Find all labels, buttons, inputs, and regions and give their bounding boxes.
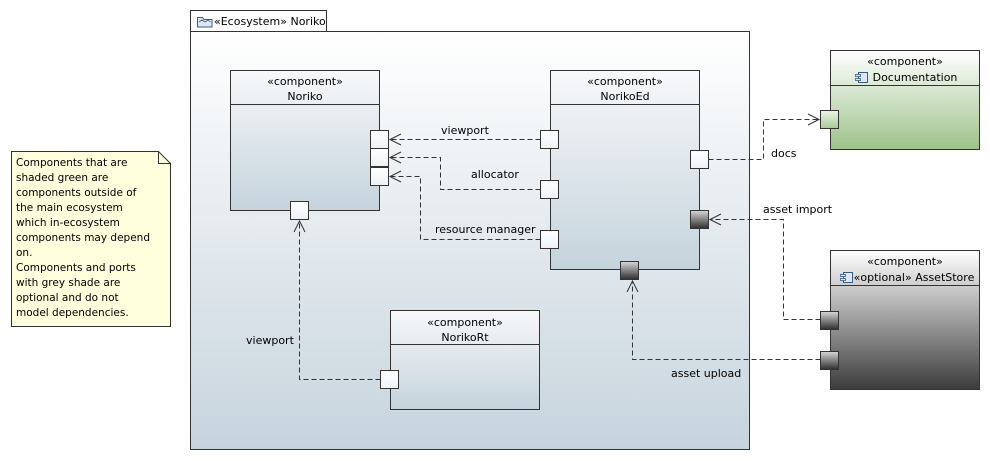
assetstore-port-upload[interactable] [820, 351, 839, 370]
arrowhead [807, 113, 821, 126]
assetstore-stereotype: «component» [867, 255, 943, 268]
note[interactable] [11, 151, 171, 327]
label-allocator: allocator [471, 168, 519, 181]
label-asset-import: asset import [763, 203, 833, 216]
connector-docs[interactable] [708, 119, 821, 160]
norikort-port-viewport[interactable] [380, 370, 399, 389]
package-name: Noriko [290, 15, 326, 28]
norikort-stereotype: «component» [427, 316, 503, 329]
norikoed-stereotype: «component» [587, 75, 663, 88]
norikoed-port-viewport[interactable] [540, 130, 559, 149]
documentation-port-docs[interactable] [820, 110, 839, 129]
documentation-name: Documentation [873, 71, 958, 84]
arrowhead [388, 151, 402, 164]
label-docs: docs [771, 147, 797, 160]
connector-viewport-rt[interactable] [299, 220, 381, 380]
label-viewport-ed: viewport [441, 124, 490, 137]
norikoed-port-allocator[interactable] [540, 180, 559, 199]
connector-resource-manager[interactable] [389, 176, 541, 240]
folder-icon [197, 17, 213, 28]
arrowhead [388, 133, 402, 146]
documentation-stereotype: «component» [867, 55, 943, 68]
component-icon [855, 72, 868, 83]
noriko-name: Noriko [287, 90, 323, 103]
arrowhead [293, 219, 306, 233]
label-viewport-rt: viewport [246, 334, 295, 347]
norikort-name: NorikoRt [441, 331, 489, 344]
noriko-stereotype: «component» [267, 75, 343, 88]
component-noriko[interactable]: «component» Noriko [230, 70, 389, 220]
component-icon [840, 272, 853, 283]
assetstore-port-import[interactable] [820, 311, 839, 330]
label-resource-manager: resource manager [435, 223, 536, 236]
connector-asset-import[interactable] [709, 219, 821, 320]
noriko-port-runtime-viewport[interactable] [290, 201, 309, 220]
component-documentation[interactable]: «component» Documentation [820, 50, 980, 150]
connector-allocator[interactable] [389, 157, 541, 190]
package-stereotype: «Ecosystem» [214, 15, 287, 28]
noriko-port-viewport[interactable] [370, 130, 389, 149]
norikoed-port-resource-manager[interactable] [540, 230, 559, 249]
arrowhead [388, 170, 402, 183]
arrowhead [708, 213, 722, 226]
note-text: Components that are shaded green are com… [16, 157, 150, 319]
noriko-port-resource-manager[interactable] [370, 167, 389, 186]
assetstore-name: «optional» AssetStore [854, 271, 975, 284]
norikoed-port-asset-import[interactable] [690, 210, 709, 229]
connector-asset-upload[interactable] [632, 280, 821, 360]
label-asset-upload: asset upload [671, 367, 741, 380]
component-assetstore[interactable]: «component» «optional» AssetStore [820, 250, 980, 390]
arrowhead [626, 279, 639, 293]
component-norikoed[interactable]: «component» NorikoEd [540, 70, 709, 280]
component-norikort[interactable]: «component» NorikoRt [380, 310, 540, 410]
norikoed-port-asset-upload[interactable] [620, 261, 639, 280]
noriko-port-allocator[interactable] [370, 148, 389, 167]
norikoed-name: NorikoEd [600, 90, 649, 103]
norikoed-port-docs[interactable] [690, 150, 709, 169]
package-title: «Ecosystem» Noriko [214, 15, 326, 28]
